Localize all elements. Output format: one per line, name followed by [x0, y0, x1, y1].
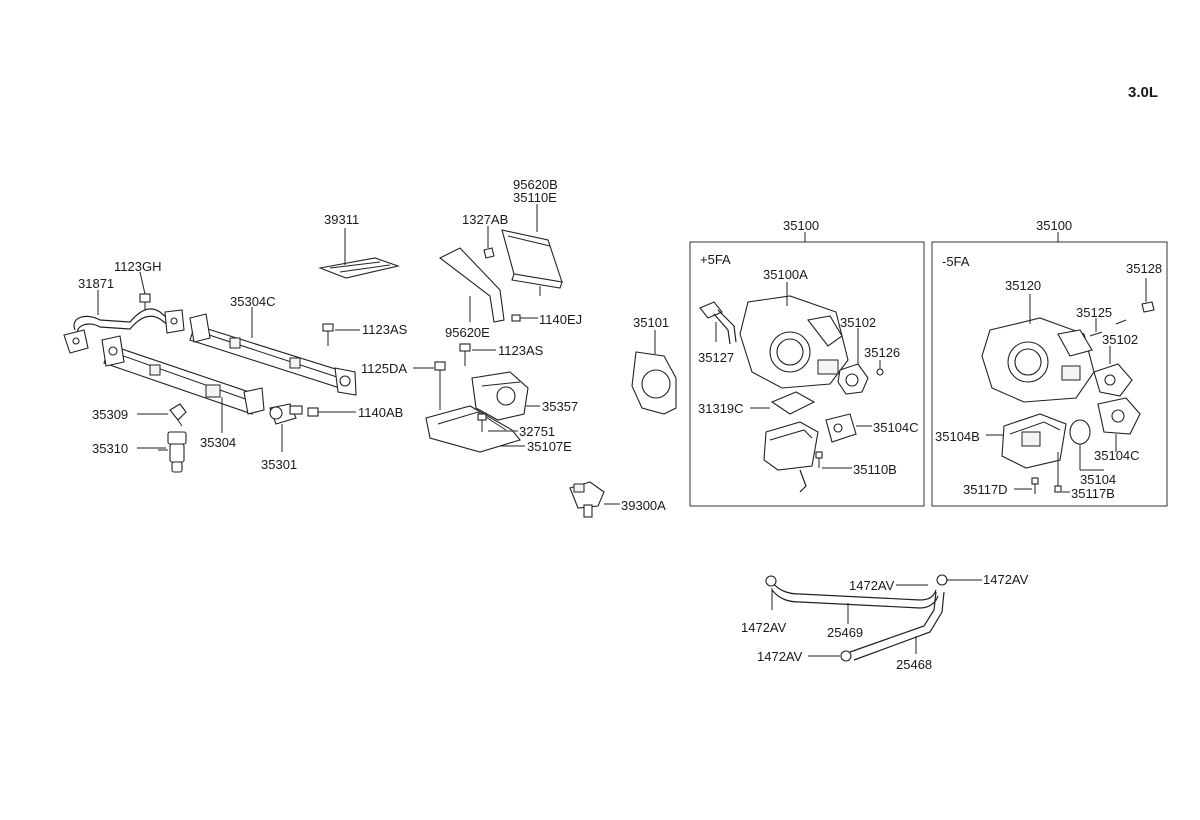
- bolt-1123AS-b: [459, 343, 471, 366]
- throttle-body-minus5fa-drawing: [981, 317, 1095, 403]
- actuator-35104C-a-drawing: [825, 413, 857, 443]
- part-1140AB: 1140AB: [358, 405, 403, 420]
- bolt-1123AS-a: [322, 323, 334, 346]
- group-ref-plus5fa: 35100: [783, 218, 819, 233]
- sensor-35102-b-drawing: [1093, 363, 1133, 397]
- screw-35126: [876, 368, 884, 376]
- module-35110E-drawing: [501, 229, 563, 296]
- part-1123AS-b: 1123AS: [498, 343, 544, 358]
- part-35110E: 35110E: [513, 190, 557, 205]
- fitting-35127-drawing: [699, 301, 737, 345]
- part-35304: 35304: [200, 435, 236, 450]
- bracket-39311-drawing: [317, 257, 400, 279]
- nut-1327AB: [483, 247, 495, 259]
- sensor-39300A-drawing: [569, 481, 605, 518]
- sensor-35357-drawing: [471, 371, 529, 421]
- part-35101: 35101: [633, 315, 669, 330]
- part-35310: 35310: [92, 441, 128, 456]
- part-31871: 31871: [78, 276, 114, 291]
- throttle-body-plus5fa-drawing: [739, 295, 849, 389]
- part-31319C: 31319C: [698, 401, 744, 416]
- part-95620E: 95620E: [445, 325, 490, 340]
- idle-valve-plus5fa-drawing: [763, 421, 819, 493]
- part-1472AV-2: 1472AV: [849, 578, 895, 593]
- group-label-plus5fa: +5FA: [700, 252, 731, 267]
- hose-25468-drawing: [840, 574, 948, 662]
- screw-35117B: [1054, 452, 1062, 493]
- screw-35110B: [815, 451, 823, 468]
- part-32751: 32751: [519, 424, 555, 439]
- bolt-32751: [477, 413, 487, 432]
- bolt-35128: [1141, 301, 1155, 313]
- part-1123AS-a: 1123AS: [362, 322, 408, 337]
- part-1472AV-3: 1472AV: [983, 572, 1029, 587]
- gasket-35101-drawing: [631, 351, 677, 415]
- group-ref-minus5fa: 35100: [1036, 218, 1072, 233]
- group-box-plus5fa: [689, 241, 925, 507]
- bolt-1140AB: [307, 407, 326, 417]
- part-1472AV-1: 1472AV: [741, 620, 787, 635]
- group-box-minus5fa: [931, 241, 1168, 507]
- group-label-minus5fa: -5FA: [942, 254, 970, 269]
- part-95620B: 95620B: [513, 177, 558, 192]
- part-35357: 35357: [542, 399, 578, 414]
- idle-valve-minus5fa-drawing: [1001, 413, 1067, 469]
- part-25469: 25469: [827, 625, 863, 640]
- leader-line: [139, 271, 146, 295]
- regulator-35301-drawing: [269, 403, 303, 425]
- part-35107E: 35107E: [527, 439, 572, 454]
- part-35104B: 35104B: [935, 429, 980, 444]
- actuator-35104C-b-drawing: [1097, 397, 1141, 435]
- part-35104C-b: 35104C: [1094, 448, 1140, 463]
- screw-1140EJ: [511, 314, 528, 322]
- engine-label: 3.0L: [1128, 84, 1158, 101]
- part-35104: 35104: [1080, 472, 1116, 487]
- part-25468: 25468: [896, 657, 932, 672]
- fuel-line-drawing: [63, 293, 185, 354]
- screw-35117D: [1031, 477, 1039, 494]
- screws-35125: [1089, 319, 1127, 337]
- sensor-35102-a-drawing: [837, 363, 869, 395]
- part-35102-b: 35102: [1102, 332, 1138, 347]
- part-35120: 35120: [1005, 278, 1041, 293]
- part-35100A: 35100A: [763, 267, 808, 282]
- part-1140EJ: 1140EJ: [539, 312, 582, 327]
- part-35309: 35309: [92, 407, 128, 422]
- part-39311: 39311: [324, 212, 359, 227]
- part-35304C: 35304C: [230, 294, 276, 309]
- part-35128: 35128: [1126, 261, 1162, 276]
- part-35117D: 35117D: [963, 482, 1008, 497]
- part-1125DA: 1125DA: [361, 361, 407, 376]
- part-1123GH: 1123GH: [114, 259, 161, 274]
- clip-35309-drawing: [169, 403, 187, 427]
- bracket-35107E-drawing: [425, 405, 521, 453]
- part-1327AB: 1327AB: [462, 212, 508, 227]
- part-1472AV-4: 1472AV: [757, 649, 803, 664]
- part-35110B: 35110B: [853, 462, 897, 477]
- bracket-95620E-drawing: [438, 247, 505, 323]
- part-35117B: 35117B: [1071, 486, 1115, 501]
- part-35104C-a: 35104C: [873, 420, 919, 435]
- part-35127: 35127: [698, 350, 734, 365]
- gasket-31319C-drawing: [770, 391, 816, 415]
- part-35102-a: 35102: [840, 315, 876, 330]
- fuel-rail-upper-drawing: [189, 313, 357, 396]
- part-35126: 35126: [864, 345, 900, 360]
- part-35301: 35301: [261, 457, 297, 472]
- part-39300A: 39300A: [621, 498, 666, 513]
- injector-35310-drawing: [158, 431, 187, 473]
- fuel-rail-lower-drawing: [101, 335, 265, 415]
- gasket-35104-drawing: [1069, 419, 1091, 445]
- bolt-1125DA: [434, 361, 446, 410]
- part-35125: 35125: [1076, 305, 1112, 320]
